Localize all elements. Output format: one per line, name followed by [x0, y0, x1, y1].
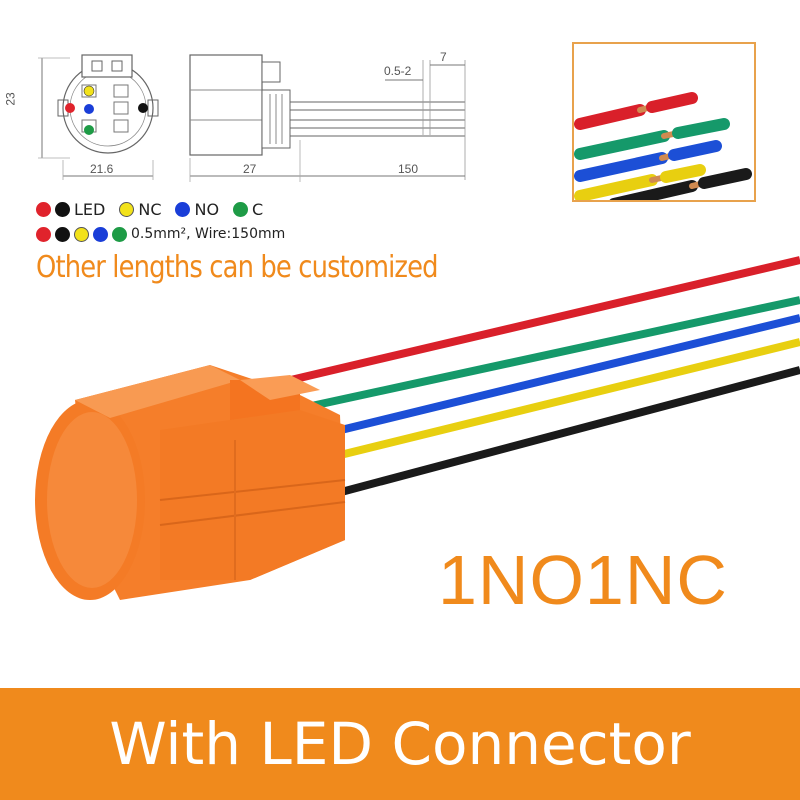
legend-row-spec: 0.5mm², Wire:150mm: [36, 226, 285, 242]
legend-yellow-dot: [119, 202, 135, 217]
orange-connector-housing: [35, 365, 346, 600]
dim-wire-label: 150: [398, 162, 419, 176]
legend-label-nc: NC: [138, 200, 162, 219]
side-view-drawing: [189, 54, 466, 182]
spec-black-dot: [55, 226, 70, 242]
legend-label-led: LED: [74, 200, 106, 219]
legend-green-dot: [233, 202, 249, 217]
wire-ends-photo: [572, 42, 756, 210]
dim-width-label: 21.6: [90, 162, 114, 176]
connector-product-illustration: [35, 256, 800, 600]
dim-tin-label: 7: [440, 50, 447, 64]
spec-green-dot: [112, 226, 127, 242]
legend-label-no: NO: [194, 200, 220, 219]
legend-row-functions: LED NC NO C: [36, 200, 277, 219]
bottom-banner: With LED Connector: [0, 688, 800, 800]
customize-note: Other lengths can be customized: [36, 250, 439, 285]
legend-black-dot: [55, 202, 70, 217]
dim-strip-label: 0.5-2: [384, 64, 412, 78]
spec-blue-dot: [93, 226, 108, 242]
legend-blue-dot: [175, 202, 191, 217]
legend-label-c: C: [252, 200, 264, 219]
wire-spec-text: 0.5mm², Wire:150mm: [131, 226, 286, 242]
dim-height-label: 23: [3, 92, 18, 106]
banner-text: With LED Connector: [109, 710, 691, 778]
spec-yellow-dot: [74, 226, 89, 242]
dim-body-label: 27: [243, 162, 257, 176]
spec-red-dot: [36, 226, 51, 242]
wire-ends-illustration: [574, 92, 752, 210]
model-title: 1NO1NC: [438, 541, 728, 619]
front-view-drawing: [38, 54, 159, 180]
legend-red-dot: [36, 202, 51, 217]
